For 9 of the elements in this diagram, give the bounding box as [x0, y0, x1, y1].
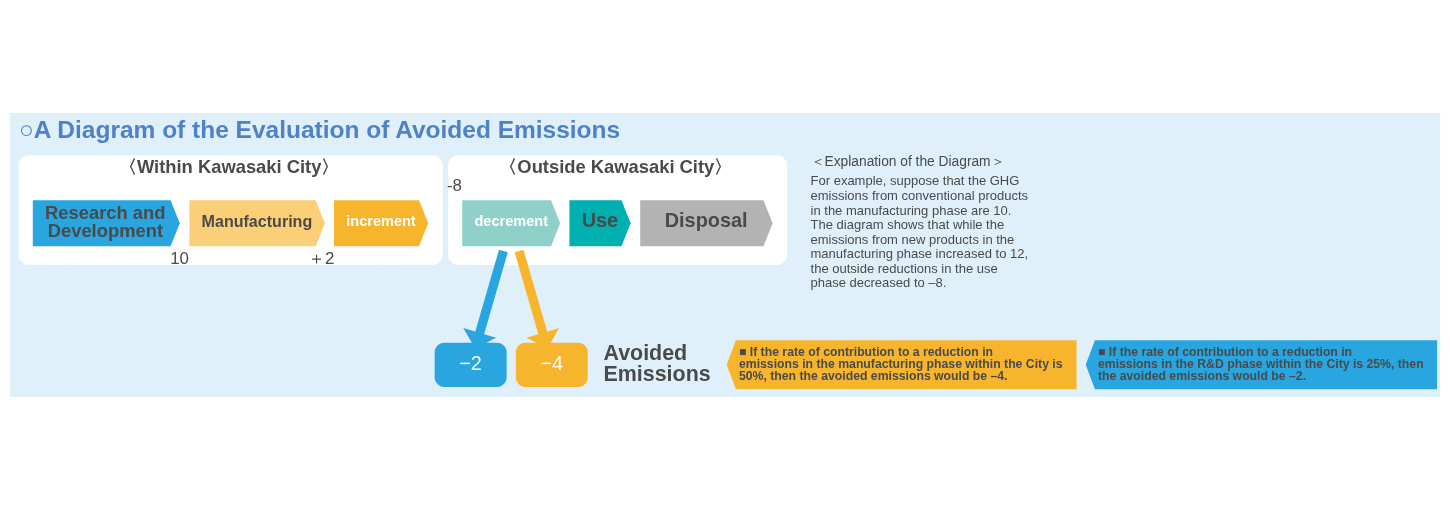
node-label: -8 — [446, 175, 462, 195]
node-box: −4 — [515, 342, 588, 387]
label: ＜Explanation of the Diagram＞ — [810, 153, 1005, 169]
diagram-title: ○A Diagram of the Evaluation of Avoided Emissions — [19, 115, 621, 143]
node-label: 10 — [170, 248, 189, 268]
node-box: −2 — [434, 342, 507, 387]
label: Avoided Emissions — [603, 340, 711, 386]
label: For example, suppose that the GHG emissions from conventional products in the manufacturing phase are 10. The diagram shows that while the emissions from new products in the manufacturing phase increased to 12, the outside reductions in the use phase decreased to –8. — [810, 172, 1029, 290]
node-label: ＋2 — [307, 248, 335, 268]
